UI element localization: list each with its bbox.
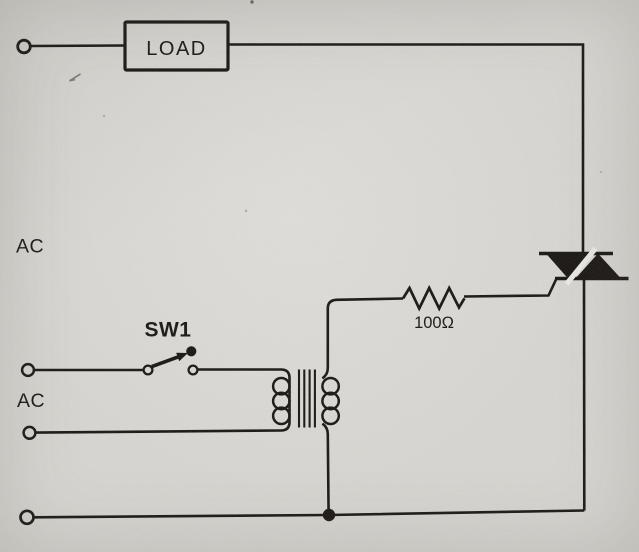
circuit-diagram: LOAD 100Ω [0, 0, 639, 552]
paper-grain [0, 0, 639, 552]
schematic-figure: LOAD 100Ω [0, 0, 639, 552]
